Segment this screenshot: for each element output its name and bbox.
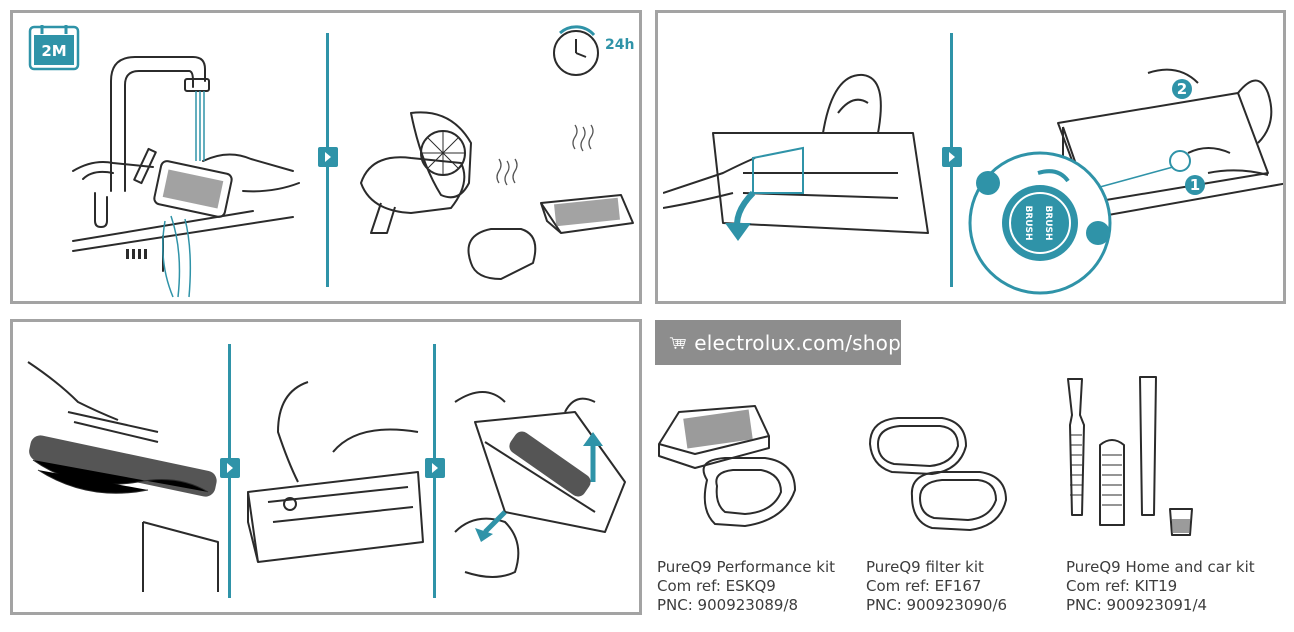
shop-link[interactable]: electrolux.com/shop: [694, 330, 901, 355]
scissors-cut-brush-illustration: [27, 361, 219, 592]
remove-brush-illustration: [454, 391, 626, 578]
chevron-right-icon: [949, 152, 955, 162]
next-step-arrow: [220, 458, 240, 478]
panel-cut-hair: [10, 319, 642, 615]
kit-pnc: PNC: 900923089/8: [657, 596, 799, 614]
clock-icon: [553, 25, 599, 76]
next-step-arrow: [942, 147, 962, 167]
next-step-arrow: [425, 458, 445, 478]
step-1-label: 1: [1190, 176, 1200, 194]
dial-label-b: BRUSH: [1043, 205, 1053, 240]
nozzle-rotate-illustration: [663, 73, 929, 241]
shopping-cart-icon: [669, 336, 686, 349]
kit-home-car: PureQ9 Home and car kit Com ref: KIT19 P…: [1066, 558, 1255, 615]
brush-lock-dial-illustration: BRUSH BRUSH 1 2: [968, 68, 1283, 295]
panel-brush-removal: BRUSH BRUSH 1 2: [655, 10, 1286, 304]
chevron-right-icon: [325, 152, 331, 162]
calendar-icon: 2M: [28, 25, 80, 71]
kit-name: PureQ9 filter kit: [866, 558, 984, 576]
drying-time-label: 24h: [605, 37, 635, 53]
kit-com-ref: Com ref: EF167: [866, 577, 982, 595]
panel-wash-filter: 2M: [10, 10, 642, 304]
badge-label: 2M: [41, 42, 66, 60]
kit-pnc: PNC: 900923090/6: [866, 596, 1008, 614]
shop-banner[interactable]: electrolux.com/shop: [655, 320, 901, 365]
filter-parts-drying-illustration: [360, 111, 634, 280]
kit-com-ref: Com ref: KIT19: [1066, 577, 1178, 595]
dial-label-a: BRUSH: [1023, 205, 1033, 240]
filter-kit-illustration: [869, 417, 1007, 531]
step-2-label: 2: [1177, 80, 1187, 98]
chevron-right-icon: [227, 463, 233, 473]
kit-name: PureQ9 Performance kit: [657, 558, 836, 576]
brush-slot-hair-illustration: [247, 381, 424, 563]
kit-performance: PureQ9 Performance kit Com ref: ESKQ9 PN…: [657, 558, 835, 615]
kit-name: PureQ9 Home and car kit: [1066, 558, 1255, 576]
kit-com-ref: Com ref: ESKQ9: [657, 577, 776, 595]
home-car-kit-illustration: [1067, 376, 1193, 536]
chevron-right-icon: [432, 463, 438, 473]
performance-kit-illustration: [658, 405, 796, 527]
next-step-arrow: [318, 147, 338, 167]
kit-pnc: PNC: 900923091/4: [1066, 596, 1208, 614]
faucet-washing-illustration: [72, 56, 300, 298]
kit-filter: PureQ9 filter kit Com ref: EF167 PNC: 90…: [866, 558, 1007, 615]
